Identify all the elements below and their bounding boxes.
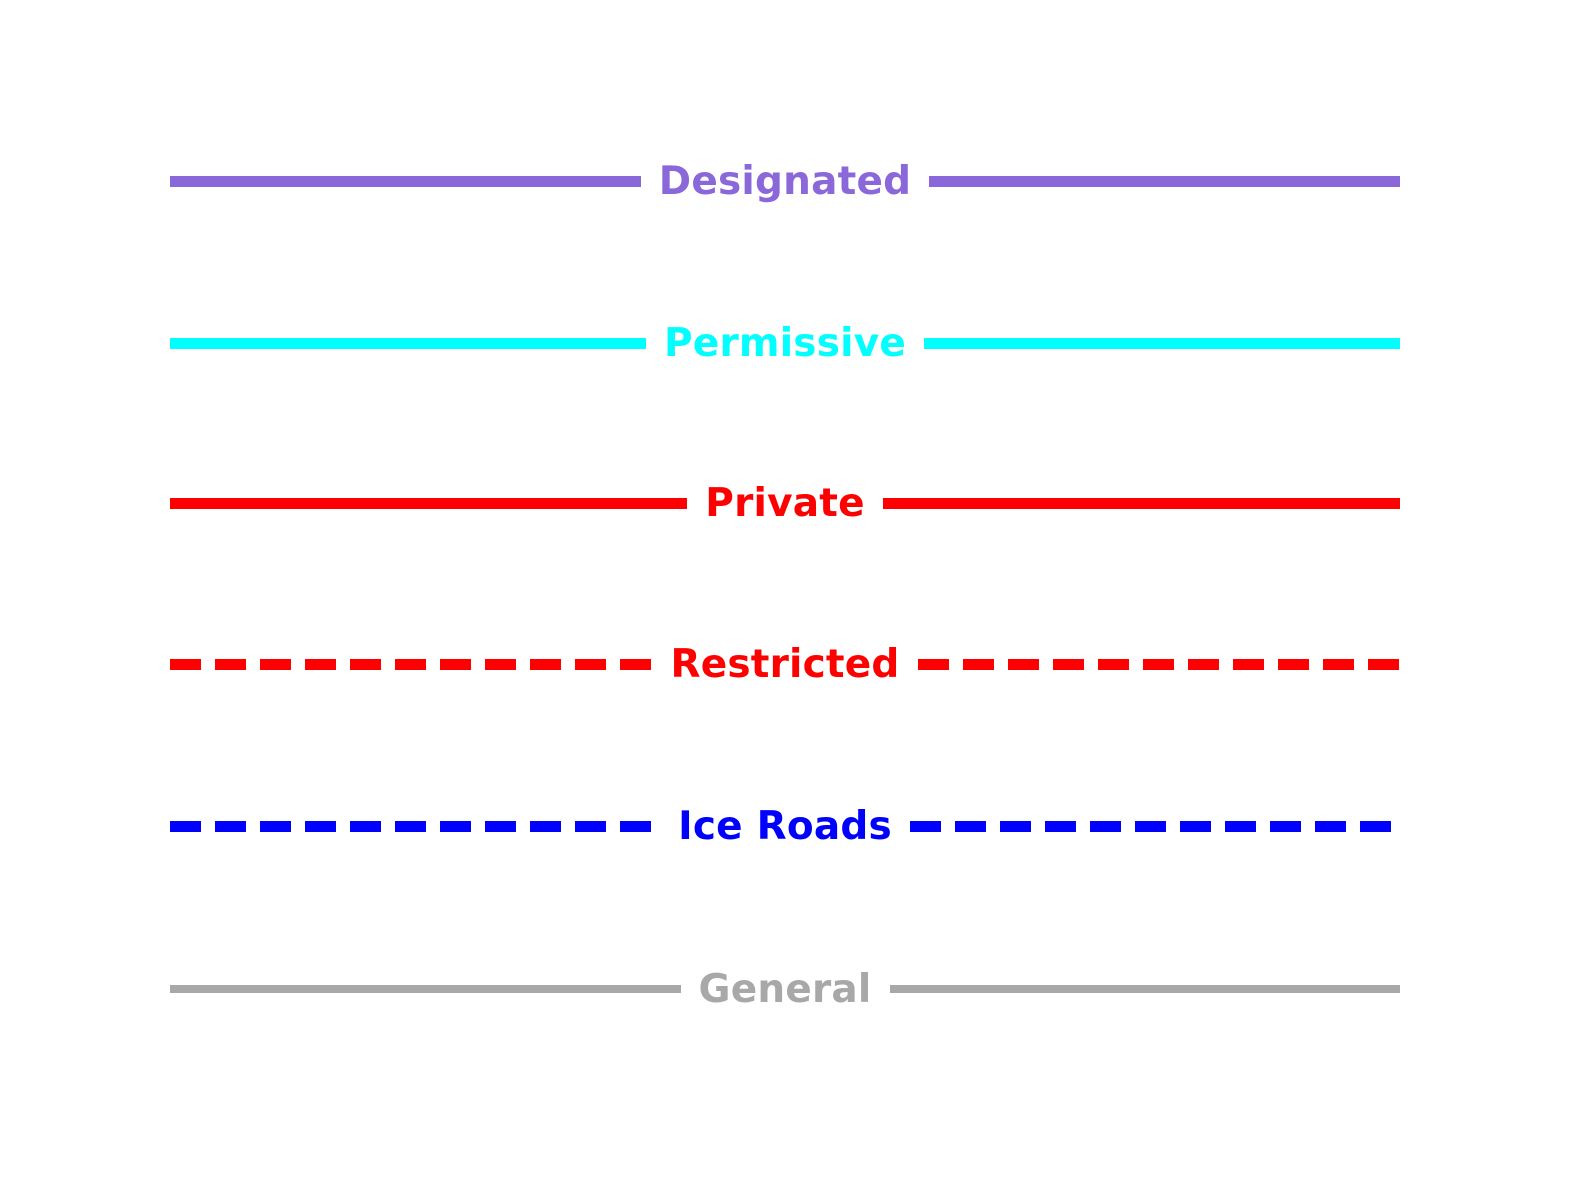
legend-line-left-ice-roads [170,820,661,832]
legend-line-right-restricted [917,658,1401,670]
legend-label-permissive: Permissive [664,320,906,366]
legend-line-left-general [170,985,681,993]
legend-line-left-private [170,497,688,509]
legend-entry-designated: Designated [170,151,1401,211]
legend-entry-general: General [170,959,1400,1019]
legend-label-general: General [698,966,872,1012]
legend-line-right-permissive [923,337,1401,349]
legend-line-left-designated [170,175,641,187]
legend-label-designated: Designated [658,158,912,204]
legend-line-right-ice-roads [909,820,1401,832]
legend-entry-private: Private [170,473,1401,533]
legend-line-left-permissive [170,337,647,349]
legend-entry-permissive: Permissive [170,313,1401,373]
legend-line-right-general [889,985,1400,993]
legend-entry-ice-roads: Ice Roads [170,796,1401,856]
legend-label-restricted: Restricted [670,641,900,687]
legend-entry-restricted: Restricted [170,634,1401,694]
legend-line-right-designated [929,175,1401,187]
legend-label-ice-roads: Ice Roads [678,803,892,849]
legend-line-right-private [882,497,1401,509]
legend-line-left-restricted [170,658,653,670]
legend-label-private: Private [705,480,865,526]
